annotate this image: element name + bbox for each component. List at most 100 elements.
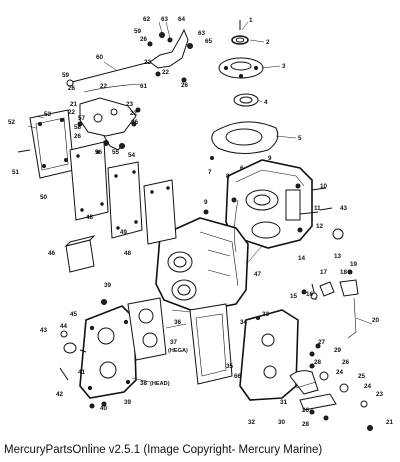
callout-4: 4 [264, 99, 268, 106]
cylinder-block [155, 199, 263, 313]
callout-labels: 62 63 64 59 26 63 65 60 22 22 26 59 26 2… [8, 16, 394, 428]
intake-gasket [189, 303, 233, 385]
transfer-port-covers [17, 109, 177, 245]
callout-53: 53 [44, 111, 52, 118]
callout-33: 33 [262, 311, 270, 318]
callout-8: 8 [226, 173, 230, 180]
callout-22d: 22 [68, 109, 76, 116]
callout-26-d: 26 [131, 119, 139, 126]
callout-59: 59 [134, 28, 142, 35]
callout-59b: 59 [62, 72, 70, 79]
callout-23: 23 [126, 101, 134, 108]
callout-20: 20 [372, 317, 380, 324]
callout-48: 48 [86, 214, 94, 221]
callout-22b: 22 [162, 69, 170, 76]
callout-28b: 28 [302, 421, 310, 428]
callout-35: 35 [226, 363, 234, 370]
crankcase-upper-block [225, 159, 327, 249]
callout-63b: 63 [198, 30, 206, 37]
callout-46: 46 [48, 250, 56, 257]
callout-13: 13 [334, 253, 342, 260]
callout-51: 51 [12, 169, 20, 176]
callout-43: 43 [340, 205, 348, 212]
callout-24: 24 [336, 369, 344, 376]
callout-18: 18 [340, 269, 348, 276]
callout-26-e: 26 [74, 133, 82, 140]
callout-15: 15 [290, 293, 298, 300]
callout-10: 10 [320, 183, 328, 190]
callout-66: 66 [234, 373, 242, 380]
exploded-parts-diagram: 62 63 64 59 26 63 65 60 22 22 26 59 26 2… [8, 16, 394, 431]
callout-52: 52 [8, 119, 16, 126]
callout-55: 55 [112, 149, 120, 156]
callout-49: 49 [120, 229, 128, 236]
callout-57: 57 [78, 115, 86, 122]
callout-65: 65 [205, 38, 213, 45]
throttle-linkage-group [66, 21, 193, 93]
callout-60: 60 [96, 54, 104, 61]
callout-41: 41 [78, 369, 86, 376]
callout-2: 2 [266, 39, 270, 46]
callout-11: 11 [314, 205, 321, 212]
callout-38: 38 [140, 380, 148, 387]
callout-12: 12 [316, 223, 324, 230]
callout-48b: 48 [124, 250, 132, 257]
callout-14: 14 [298, 255, 306, 262]
callout-54: 54 [128, 152, 136, 159]
callout-22e: 22 [130, 110, 138, 117]
callout-26-g: 26 [302, 407, 310, 414]
choke-linkage-group [77, 97, 141, 151]
upper-bearing-group [210, 20, 279, 160]
callout-26-b: 26 [181, 82, 189, 89]
callout-40: 40 [100, 405, 108, 412]
callout-43b: 43 [40, 327, 48, 334]
callout-5: 5 [298, 135, 302, 142]
callout-37-sub: (HEGA) [168, 348, 188, 354]
callout-25: 25 [358, 373, 366, 380]
callout-9b: 9 [204, 199, 208, 206]
callout-50: 50 [40, 194, 48, 201]
callout-9: 9 [268, 155, 272, 162]
callout-21b: 21 [386, 419, 394, 426]
callout-62: 62 [143, 16, 151, 23]
callout-44: 44 [60, 323, 68, 330]
callout-6: 6 [240, 165, 244, 172]
callout-21: 21 [70, 101, 78, 108]
callout-64: 64 [178, 16, 186, 23]
callout-34: 34 [240, 319, 248, 326]
callout-28: 28 [314, 359, 322, 366]
callout-61: 61 [140, 83, 148, 90]
callout-42: 42 [56, 391, 64, 398]
callout-38-sub: (HEAD) [150, 381, 170, 387]
callout-19: 19 [350, 261, 358, 268]
callout-29: 29 [334, 347, 342, 354]
callout-3: 3 [282, 63, 286, 70]
callout-45: 45 [70, 311, 78, 318]
leader-lines [27, 21, 373, 383]
callout-39-top: 39 [104, 282, 112, 289]
callout-22c: 22 [100, 83, 108, 90]
decal-block [64, 235, 96, 273]
image-caption: MercuryPartsOnline v2.5.1 (Image Copyrig… [4, 444, 323, 456]
lower-crankcase-group [239, 309, 373, 431]
callout-58: 58 [74, 124, 82, 131]
callout-7: 7 [208, 169, 212, 176]
callout-26-f: 26 [342, 359, 350, 366]
callout-32: 32 [248, 419, 256, 426]
callout-47: 47 [254, 271, 262, 278]
callout-30: 30 [278, 419, 286, 426]
callout-17: 17 [320, 269, 328, 276]
callout-56: 56 [95, 149, 103, 156]
cylinder-head-group [59, 297, 167, 409]
callout-39-bottom: 39 [124, 399, 132, 406]
callout-22a: 22 [144, 59, 152, 66]
callout-26-c: 26 [68, 85, 76, 92]
callout-27: 27 [318, 339, 326, 346]
callout-23b: 23 [376, 391, 384, 398]
callout-1: 1 [249, 17, 253, 24]
callout-26-top: 26 [140, 36, 148, 43]
callout-24b: 24 [364, 383, 372, 390]
right-side-hardware [301, 207, 359, 339]
callout-16: 16 [306, 291, 314, 298]
callout-36: 36 [174, 319, 182, 326]
